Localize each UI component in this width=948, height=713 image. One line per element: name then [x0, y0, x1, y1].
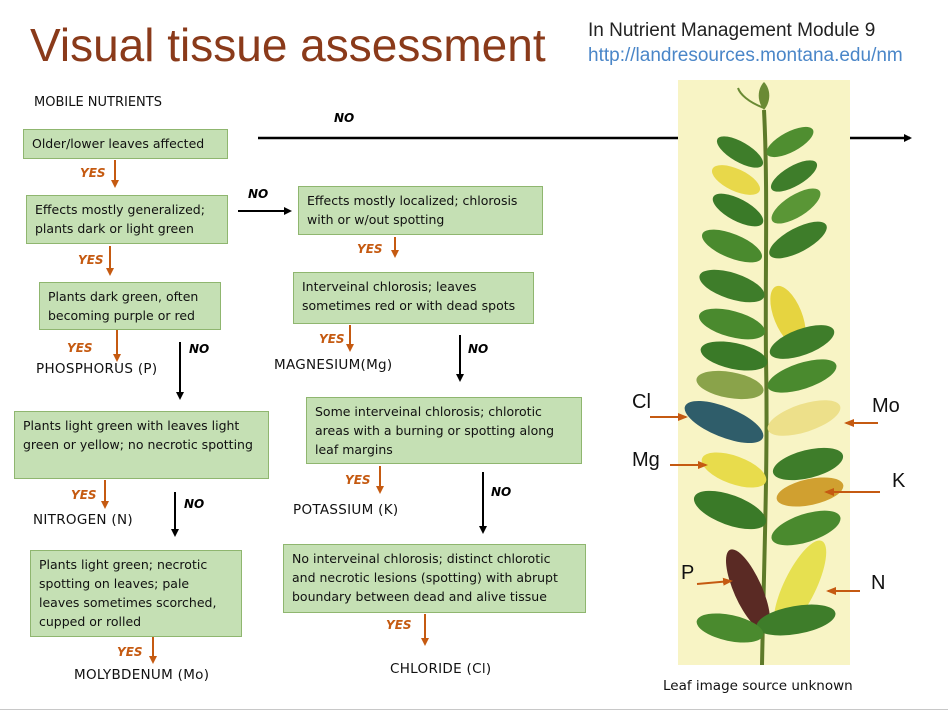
leaf-label-p: P — [681, 562, 695, 584]
yes-label: YES — [319, 332, 345, 346]
leaf-label-cl: Cl — [632, 391, 651, 413]
result-magnesium: MAGNESIUM(Mg) — [274, 357, 393, 373]
image-caption: Leaf image source unknown — [663, 678, 853, 694]
slide-title: Visual tissue assessment — [30, 19, 546, 71]
no-label: NO — [491, 485, 512, 499]
reference-text: In Nutrient Management Module 9 — [588, 20, 876, 41]
yes-label: YES — [78, 253, 104, 267]
plant-leaves-graphic — [684, 82, 844, 666]
result-molybdenum: MOLYBDENUM (Mo) — [74, 667, 210, 683]
yes-label: YES — [80, 166, 106, 180]
no-label: NO — [468, 342, 489, 356]
yes-label: YES — [386, 618, 412, 632]
yes-label: YES — [345, 473, 371, 487]
box-effects-generalized: Effects mostly generalized; plants dark … — [26, 195, 228, 244]
no-label: NO — [248, 187, 269, 201]
reference-link[interactable]: http://landresources.montana.edu/nm — [588, 45, 903, 66]
box-older-leaves: Older/lower leaves affected — [23, 129, 228, 159]
result-potassium: POTASSIUM (K) — [293, 502, 399, 518]
leaf-label-k: K — [892, 470, 906, 492]
box-interveinal-chlorosis: Interveinal chlorosis; leaves sometimes … — [293, 272, 534, 324]
plant-illustration — [678, 80, 850, 666]
box-necrotic-spotting: Plants light green; necrotic spotting on… — [30, 550, 242, 637]
result-nitrogen: NITROGEN (N) — [33, 512, 133, 528]
box-plants-dark-green: Plants dark green, often becoming purple… — [39, 282, 221, 330]
box-some-interveinal: Some interveinal chlorosis; chlorotic ar… — [306, 397, 582, 464]
box-plants-light-green: Plants light green with leaves light gre… — [14, 411, 269, 479]
yes-label: YES — [357, 242, 383, 256]
p-pointer — [696, 577, 733, 586]
result-chloride: CHLORIDE (Cl) — [390, 661, 492, 677]
leaf-label-mo: Mo — [872, 395, 900, 417]
box-effects-localized: Effects mostly localized; chlorosis with… — [298, 186, 543, 235]
no-label: NO — [334, 111, 355, 125]
leaf-label-mg: Mg — [632, 449, 660, 471]
box-no-interveinal: No interveinal chlorosis; distinct chlor… — [283, 544, 586, 613]
no-label: NO — [189, 342, 210, 356]
section-label: MOBILE NUTRIENTS — [34, 95, 162, 110]
no-label: NO — [184, 497, 205, 511]
leaf-label-n: N — [871, 572, 886, 594]
yes-label: YES — [117, 645, 143, 659]
yes-label: YES — [71, 488, 97, 502]
result-phosphorus: PHOSPHORUS (P) — [36, 361, 158, 377]
bottom-divider — [0, 709, 948, 710]
yes-label: YES — [67, 341, 93, 355]
